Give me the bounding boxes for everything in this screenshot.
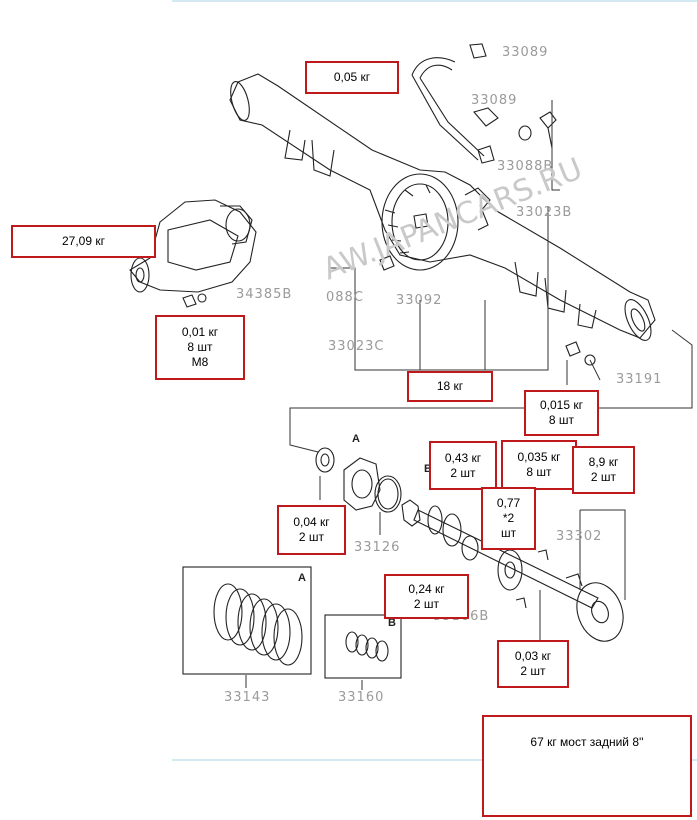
spring-kit-box (324, 614, 402, 679)
part-number-33302: 33302 (556, 529, 603, 544)
part-number-33089-hose: 33089 (471, 93, 518, 108)
part-number-33143: 33143 (224, 690, 271, 705)
section-letter-a: A (352, 433, 360, 445)
part-number-088c: 088C (326, 290, 364, 305)
part-number-34385b: 34385B (236, 287, 293, 302)
part-number-33089-clamp: 33089 (502, 45, 549, 60)
part-number-33023b: 33023B (516, 205, 573, 220)
axle-washer-drawing (584, 354, 596, 366)
callout-shaft-weight: 8,9 кг 2 шт (572, 446, 635, 494)
box-letter-a: A (298, 572, 306, 584)
callout-seal-weight: 0,04 кг 2 шт (277, 505, 346, 555)
callout-ring-024-weight: 0,24 кг 2 шт (384, 574, 469, 619)
callout-hose-weight: 0,05 кг (305, 61, 399, 94)
vent-bolt-drawing (539, 111, 557, 149)
callout-bolt-035-weight: 0,035 кг 8 шт (501, 440, 577, 490)
part-number-33160: 33160 (338, 690, 385, 705)
axle-housing-drawing (229, 73, 656, 341)
callout-plate-weight: 0,77 *2 шт (481, 487, 536, 550)
axle-nut-drawing (565, 341, 581, 357)
part-number-33023c: 33023C (328, 339, 385, 354)
gasket-drawing (343, 457, 381, 511)
vent-nut-drawing (518, 125, 532, 141)
filler-plug-drawing (413, 213, 429, 229)
callout-bolt-003-weight: 0,03 кг 2 шт (497, 640, 569, 688)
oil-seal-drawing (315, 447, 335, 473)
drain-nut-drawing (379, 255, 395, 271)
part-number-33126: 33126 (354, 540, 401, 555)
callout-axle-nut-weight: 0,015 кг 8 шт (524, 390, 599, 436)
hose-clamp-drawing (469, 43, 487, 59)
differential-carrier-drawing (129, 199, 257, 293)
diff-nut-drawing (182, 294, 197, 308)
breather-hose-drawing (411, 57, 485, 161)
part-number-33088b: 33088B (497, 159, 554, 174)
section-letter-b: B (424, 463, 432, 475)
callout-bearing-weight: 0,43 кг 2 шт (429, 441, 497, 490)
hose-elbow-drawing (473, 107, 499, 164)
plate-kit-box (182, 566, 312, 675)
callout-axle-housing-weight: 18 кг (407, 371, 493, 402)
springs-drawing (345, 631, 389, 662)
housing-studs-drawing (384, 184, 431, 254)
o-ring-drawing (374, 475, 402, 513)
clutch-plates-drawing (213, 583, 303, 666)
callout-total-weight: 67 кг мост задний 8'' (482, 715, 692, 817)
callout-differential-weight: 27,09 кг (11, 225, 156, 258)
box-letter-b: B (388, 617, 396, 629)
axle-shaft-drawing (401, 499, 624, 642)
part-number-33191: 33191 (616, 372, 663, 387)
diff-washer-drawing (197, 293, 207, 303)
part-number-33092: 33092 (396, 293, 443, 308)
callout-nut-m8-weight: 0,01 кг 8 шт M8 (155, 315, 245, 380)
